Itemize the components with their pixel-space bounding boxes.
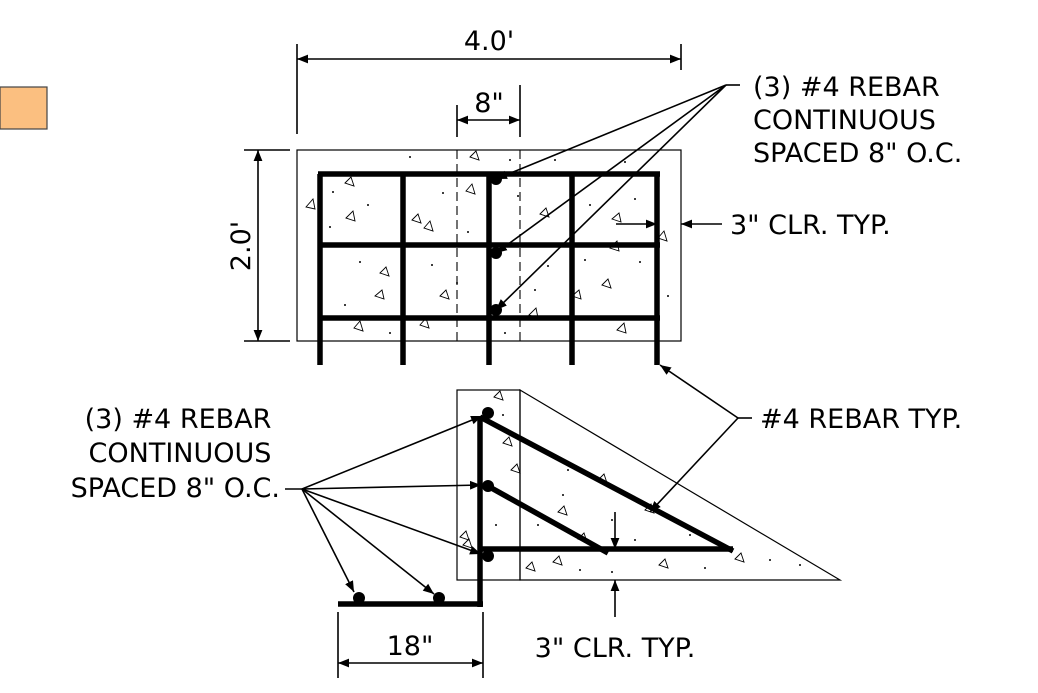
dim-8in-label: 8": [474, 88, 504, 119]
bottom-rebar-dot-5: [433, 592, 445, 604]
rebar-typ-leaders: [649, 364, 752, 513]
dim-18in-label: 18": [387, 631, 434, 662]
dim-4ft: 4.0': [296, 26, 682, 134]
dim-4ft-label: 4.0': [464, 26, 514, 57]
bottom-rebar-dot-3: [482, 550, 494, 562]
left-rebar-label: (3) #4 REBAR CONTINUOUS SPACED 8" O.C.: [71, 404, 280, 504]
bottom-rebars: [338, 414, 735, 607]
bottom-rebar-dot-1: [482, 407, 494, 419]
left-rebar-leaders: [285, 415, 483, 595]
clr-side-label: 3" CLR. TYP.: [730, 210, 891, 241]
clr-bottom-label: 3" CLR. TYP.: [535, 633, 696, 664]
bottom-aggregate: [459, 390, 801, 573]
top-aggregate: [305, 150, 669, 334]
bottom-rebar-dot-4: [353, 592, 365, 604]
bottom-section: 3" CLR. TYP. 18" (3) #4 REBAR CONTINUOUS…: [71, 364, 962, 678]
dim-2ft: 2.0': [226, 149, 290, 342]
wedge-concrete-outline: [519, 388, 843, 581]
bottom-rebar-dot-2: [482, 480, 494, 492]
clr-side-callout: 3" CLR. TYP.: [616, 210, 891, 241]
dim-2ft-label: 2.0': [226, 221, 257, 271]
dim-18in: 18": [337, 612, 484, 678]
top-section: 4.0' 8" 2.0' 3" CLR. TYP.: [226, 26, 962, 365]
top-rebar-label: (3) #4 REBAR CONTINUOUS SPACED 8" O.C.: [753, 72, 962, 169]
rebar-typ-label: #4 REBAR TYP.: [760, 404, 962, 435]
top-rebar-leaders: [495, 84, 740, 311]
top-rebar-grid: [317, 171, 660, 365]
legend-swatch: [0, 86, 48, 130]
dim-8in: 8": [456, 85, 521, 137]
